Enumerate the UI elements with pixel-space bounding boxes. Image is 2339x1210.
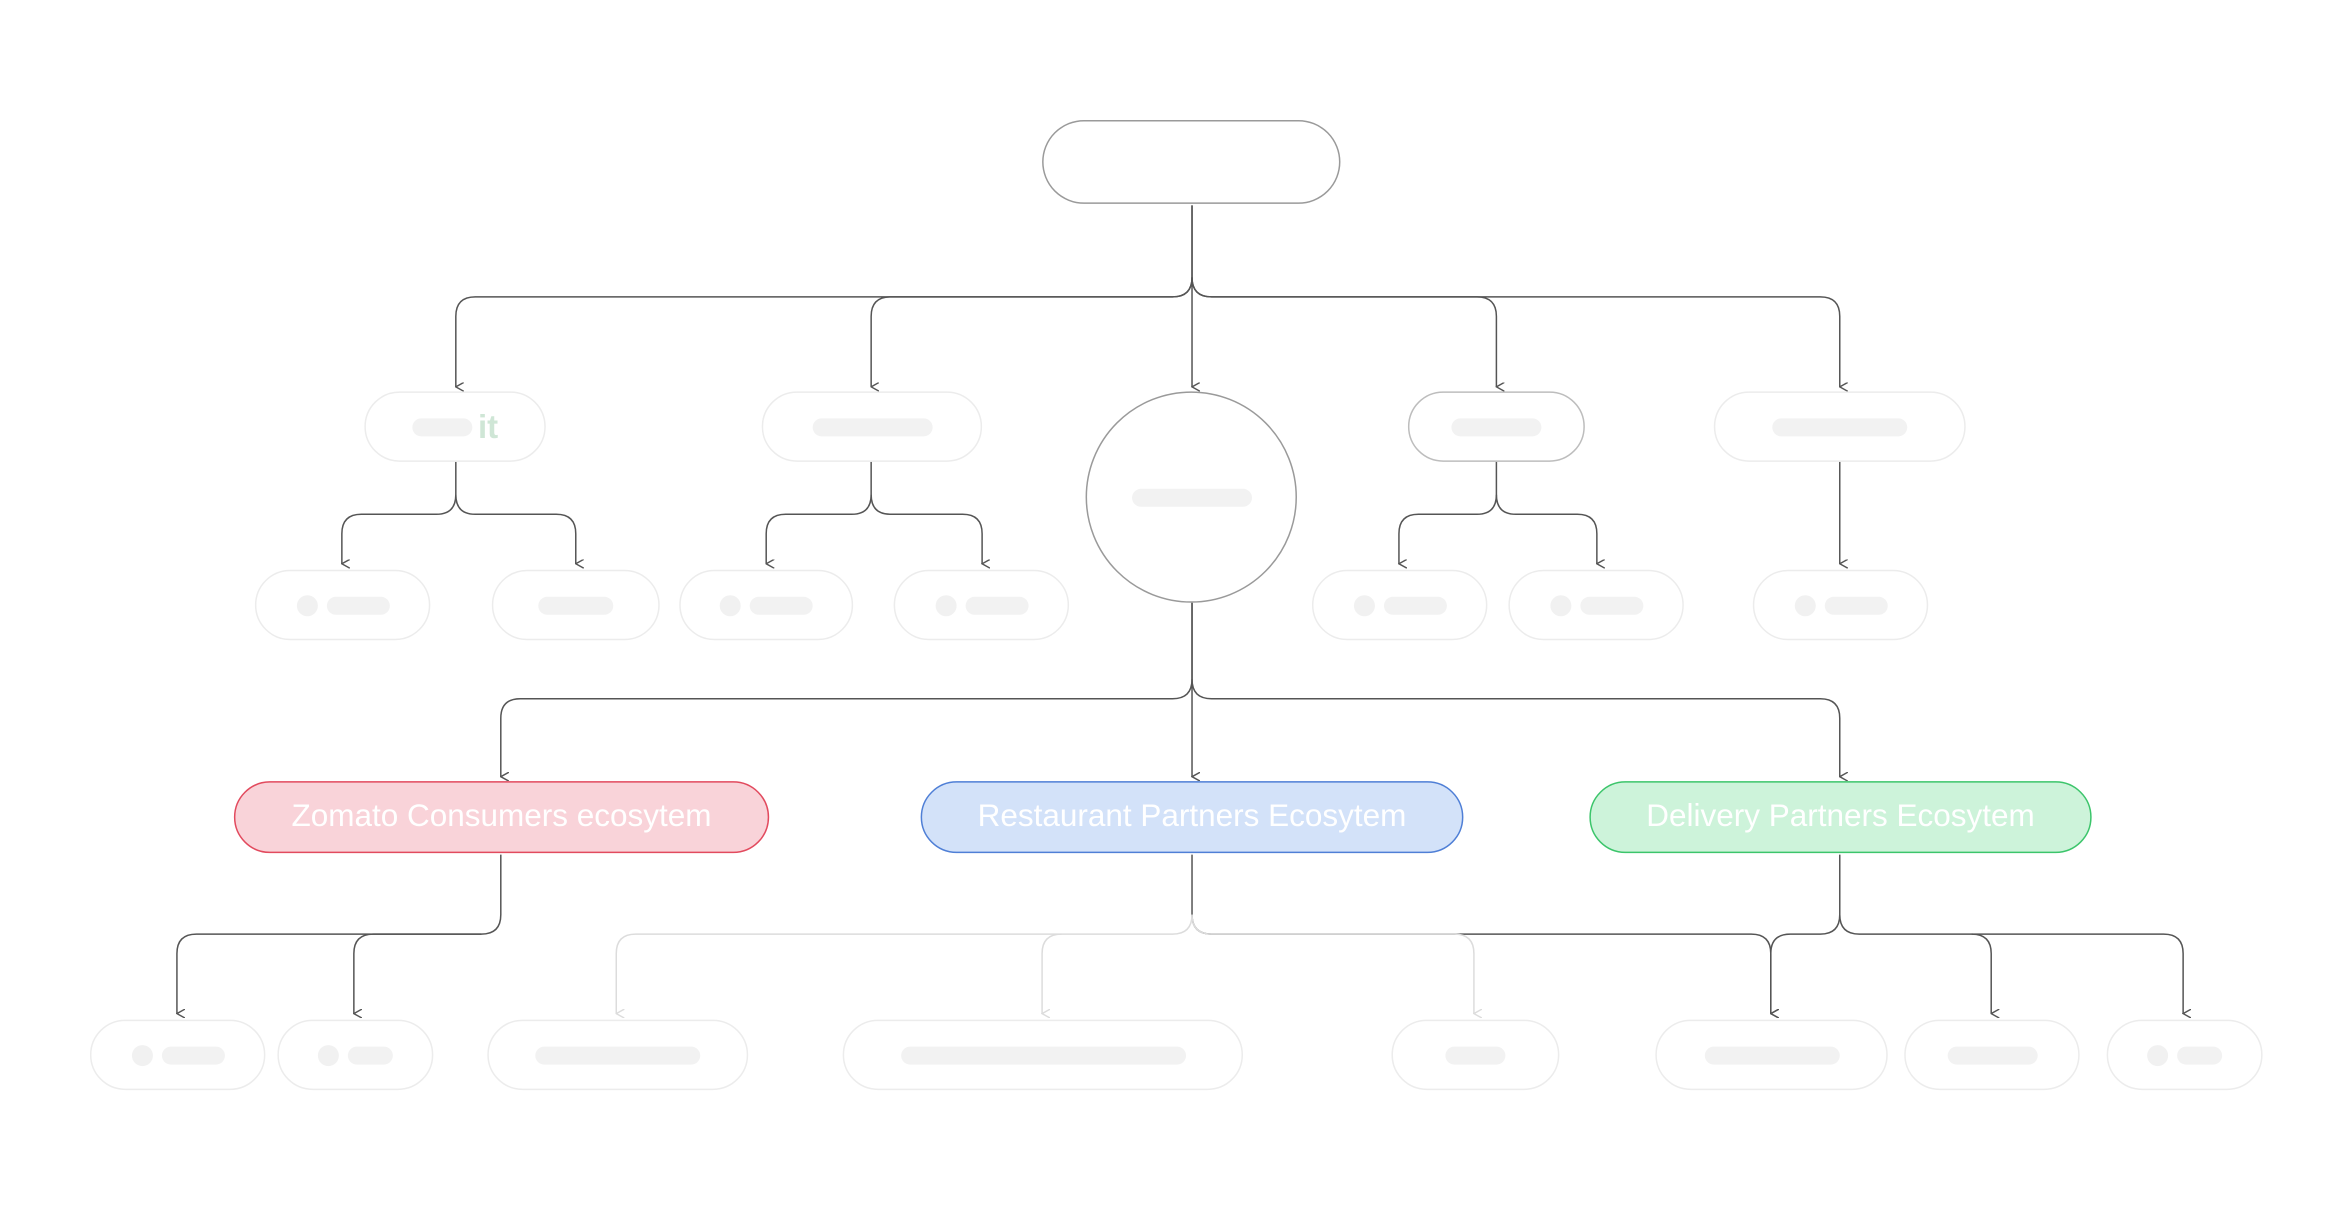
root-node: [1042, 119, 1341, 204]
child-bar: [347, 1045, 393, 1064]
edge-restaurants-child-2-faded: [1042, 933, 1062, 1013]
child-node: [1655, 1019, 1888, 1091]
edge-sub4-child-2: [1495, 494, 1596, 564]
child-node: [893, 569, 1070, 641]
ecosystem-label: Zomato Consumers ecosytem: [291, 799, 712, 834]
child-node: [2106, 1019, 2263, 1091]
child-node: [1391, 1019, 1560, 1091]
child-bar: [535, 1045, 701, 1064]
edge-consumers-child-2: [354, 933, 482, 1013]
edge-sub4-child-1: [1399, 461, 1498, 564]
subsidiary-logo-placeholder: [1451, 417, 1542, 436]
child-bar: [1579, 596, 1643, 615]
child-bar: [2177, 1045, 2223, 1064]
child-node: [1311, 569, 1488, 641]
child-node: [487, 1019, 749, 1091]
child-bar: [1946, 1045, 2037, 1064]
child-node: [491, 569, 660, 641]
child-bar: [326, 596, 390, 615]
child-bar: [1383, 596, 1447, 615]
child-dot: [2147, 1044, 2169, 1066]
child-dot: [719, 594, 741, 616]
core-logo-placeholder: [1131, 488, 1252, 507]
child-node: [254, 569, 431, 641]
ecosystem-label: Delivery Partners Ecosytem: [1646, 799, 2035, 834]
child-bar: [749, 596, 813, 615]
edge-restaurants-child-3-faded: [1191, 914, 1474, 1014]
subsidiary-node-4: [1407, 391, 1585, 462]
edge-restaurants-child-1-faded: [616, 914, 1193, 1014]
edge-core-to-consumers: [501, 602, 1193, 777]
edge-delivery-child-3: [1971, 933, 2183, 1013]
ecosystem-label: Restaurant Partners Ecosytem: [977, 799, 1407, 834]
child-bar: [1445, 1045, 1506, 1064]
child-bar: [538, 596, 614, 615]
subsidiary-logo-placeholder: [1772, 417, 1908, 436]
child-node: [842, 1019, 1244, 1091]
edge-delivery-child-2: [1839, 914, 1991, 1014]
child-bar: [161, 1045, 225, 1064]
child-node: [1508, 569, 1684, 641]
edge-sub2-child-2: [870, 494, 982, 564]
edge-sub1-child-1: [342, 461, 457, 564]
child-dot: [131, 1044, 153, 1066]
ecosystem-consumers: Zomato Consumers ecosytem: [233, 781, 770, 854]
child-dot: [1549, 594, 1571, 616]
child-dot: [1353, 594, 1375, 616]
child-bar: [964, 596, 1028, 615]
child-node: [1904, 1019, 2080, 1091]
ecosystem-restaurants: Restaurant Partners Ecosytem: [920, 781, 1464, 854]
edge-root-to-subsidiary-5: [1191, 277, 1840, 386]
child-node: [89, 1019, 266, 1091]
child-dot: [934, 594, 956, 616]
edge-sub2-child-1: [766, 461, 872, 564]
edge-consumers-child-1: [177, 854, 502, 1014]
child-node: [277, 1019, 434, 1091]
edge-root-to-subsidiary-4: [1191, 277, 1496, 386]
child-bar: [1824, 596, 1887, 615]
edge-delivery-child-1: [1771, 854, 1841, 1014]
child-bar: [900, 1045, 1186, 1064]
child-dot: [296, 594, 318, 616]
child-dot: [1794, 594, 1816, 616]
child-node: [1752, 569, 1929, 641]
subsidiary-node-2: [761, 391, 983, 462]
child-dot: [317, 1044, 339, 1066]
subsidiary-node-5: [1713, 391, 1966, 462]
subsidiary-logo-placeholder: [411, 417, 472, 436]
subsidiary-logo-placeholder: [811, 417, 932, 436]
edge-core-to-delivery: [1191, 679, 1840, 776]
edge-root-to-subsidiary-2: [871, 277, 1193, 386]
edge-sub1-child-2: [455, 494, 576, 564]
ecosystem-delivery: Delivery Partners Ecosytem: [1589, 781, 2092, 854]
child-node: [679, 569, 854, 641]
child-bar: [1704, 1045, 1840, 1064]
subsidiary-logo-text: it: [477, 407, 499, 445]
core-node: [1085, 391, 1297, 603]
subsidiary-node-1: it: [364, 391, 546, 462]
